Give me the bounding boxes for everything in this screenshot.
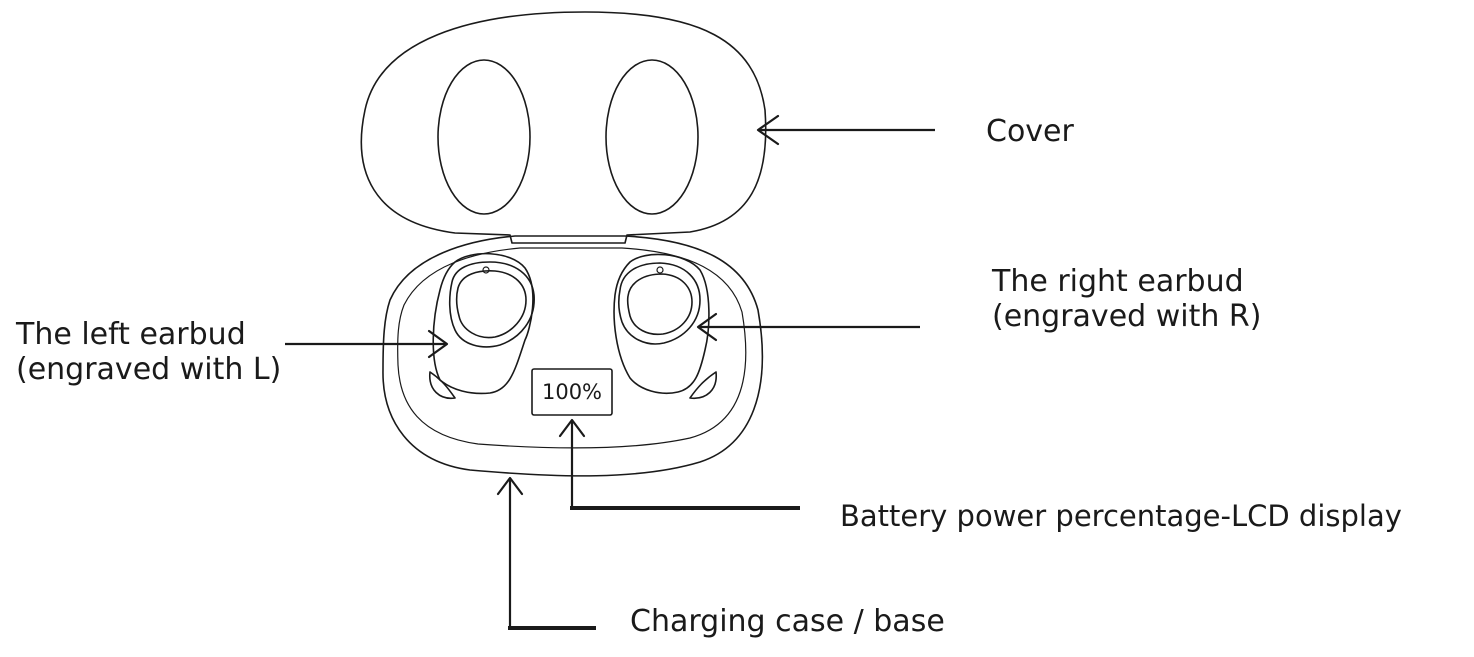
left-earbud-leader xyxy=(285,329,449,359)
right-earbud-leader xyxy=(696,312,920,342)
label-battery-display: Battery power percentage-LCD display xyxy=(840,499,1402,533)
cover-leader xyxy=(756,114,935,146)
label-left-earbud-line1: The left earbud xyxy=(16,317,246,352)
label-right-earbud: The right earbud (engraved with R) xyxy=(992,264,1262,334)
label-right-earbud-line1: The right earbud xyxy=(992,264,1244,299)
label-right-earbud-line2: (engraved with R) xyxy=(992,298,1262,334)
cover-left-recess xyxy=(437,59,531,215)
cover-right-recess xyxy=(605,59,699,215)
lcd-leader xyxy=(558,418,800,510)
right-earbud xyxy=(613,253,717,399)
case-leader xyxy=(496,476,596,630)
label-left-earbud-line2: (engraved with L) xyxy=(16,351,282,387)
label-cover: Cover xyxy=(986,114,1074,149)
label-left-earbud: The left earbud (engraved with L) xyxy=(16,317,282,387)
charging-case-base xyxy=(382,235,764,477)
lcd-display: 100% xyxy=(531,368,613,416)
label-charging-case: Charging case / base xyxy=(630,604,945,639)
lcd-percentage: 100% xyxy=(542,380,602,404)
left-earbud xyxy=(429,252,535,399)
case-cover xyxy=(360,11,767,244)
